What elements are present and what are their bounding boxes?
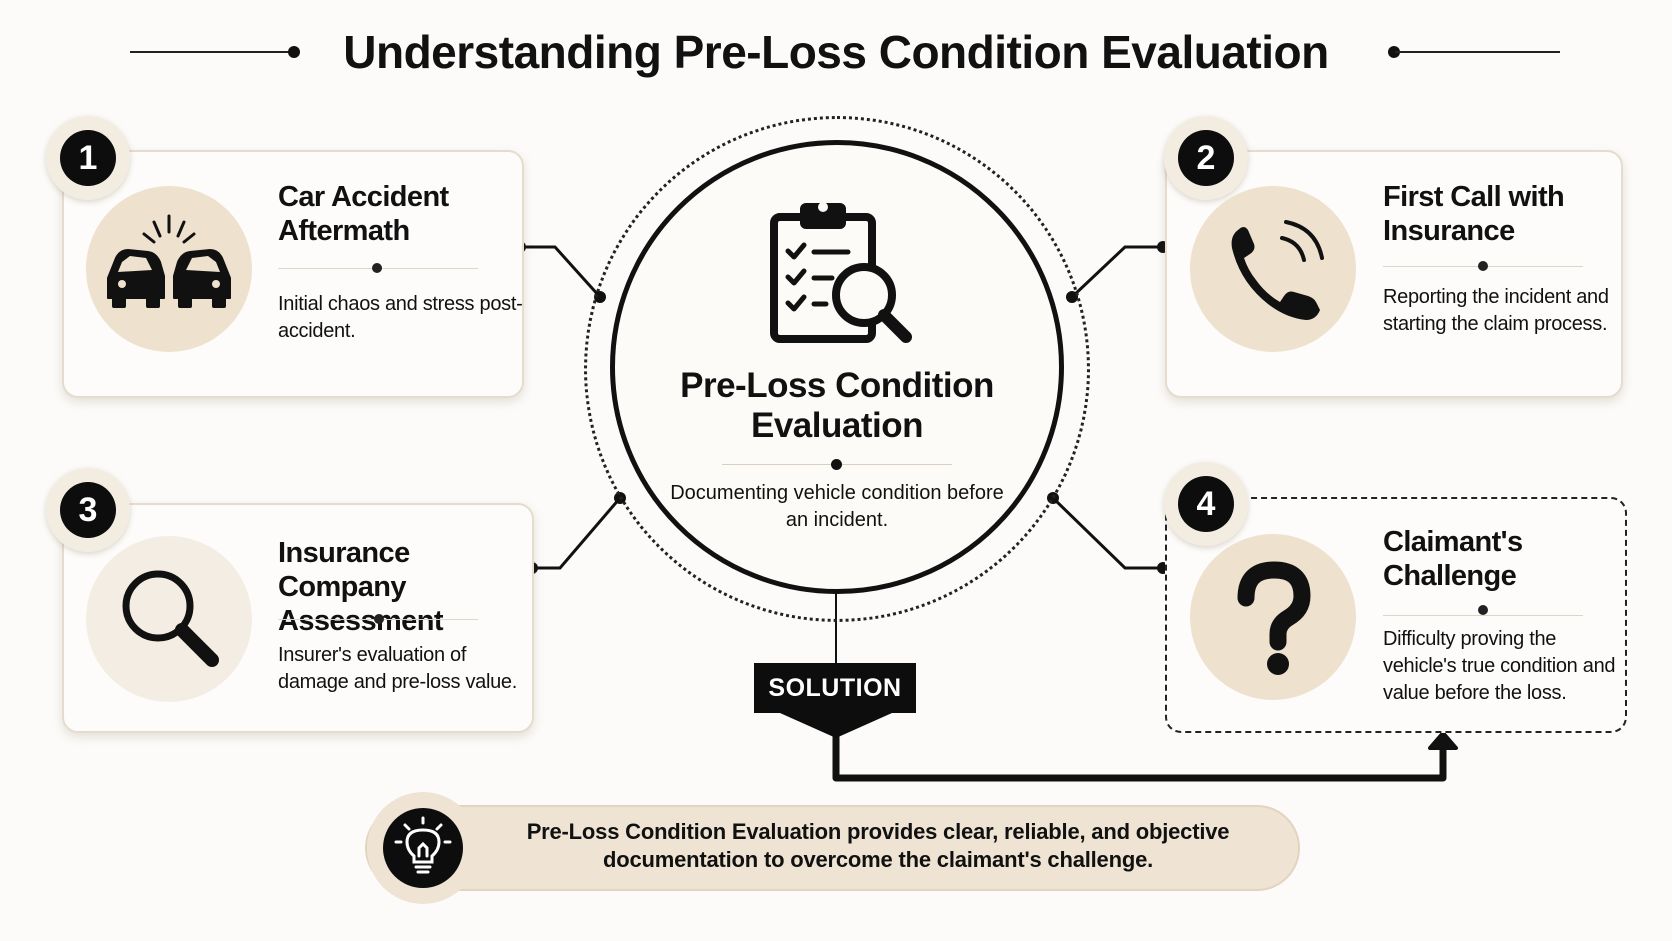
step-divider-dot-2: [1478, 261, 1488, 271]
phone-icon: [1231, 220, 1324, 320]
title-dot-right: [1388, 46, 1400, 58]
step-title-4: Claimant's Challenge: [1383, 526, 1523, 592]
step-title-2: First Call with Insurance: [1383, 181, 1565, 247]
solution-badge-shape: [754, 663, 916, 738]
conclusion-text: Pre-Loss Condition Evaluation provides c…: [526, 819, 1230, 872]
car-crash-icon: [107, 214, 231, 308]
step-icon-circle-3: [86, 536, 252, 702]
center-dotted-ring: [584, 116, 1090, 622]
step-badge-4: 4: [1178, 476, 1234, 532]
title-dot-left: [288, 46, 300, 58]
title-row: Understanding Pre-Loss Condition Evaluat…: [0, 22, 1672, 82]
connector-step-2: [1070, 245, 1163, 299]
step-divider-4: [1383, 615, 1583, 616]
step-description-3: Insurer's evaluation of damage and pre-l…: [278, 644, 518, 693]
step-divider-dot-3: [374, 614, 384, 624]
step-icon-circle-1: [86, 186, 252, 352]
step-icon-circle-4: [1190, 534, 1356, 700]
title-rule-right: [1395, 51, 1560, 53]
solution-arrow: [832, 735, 1447, 782]
step-title-3: Insurance Company Assessment: [278, 537, 443, 637]
step-description-2: Reporting the incident and starting the …: [1383, 286, 1609, 335]
conclusion-banner: [365, 805, 1300, 891]
step-description-1: Initial chaos and stress post-accident.: [278, 293, 523, 342]
connector-step-3: [532, 497, 622, 570]
step-badge-3: 3: [60, 482, 116, 538]
step-divider-dot-1: [372, 263, 382, 273]
title-rule-left: [130, 51, 290, 53]
step-description-4: Difficulty proving the vehicle's true co…: [1383, 628, 1616, 704]
clipboard-magnifier-icon: [770, 202, 912, 343]
center-description: Documenting vehicle condition before an …: [670, 482, 1004, 531]
magnifier-icon: [122, 570, 219, 667]
lightbulb-icon: [394, 816, 452, 874]
center-title: Pre-Loss Condition Evaluation: [680, 366, 994, 445]
center-circle: [610, 140, 1064, 594]
step-badge-1: 1: [60, 130, 116, 186]
step-icon-circle-2: [1190, 186, 1356, 352]
question-mark-icon: [1237, 561, 1311, 675]
page-title: Understanding Pre-Loss Condition Evaluat…: [343, 26, 1329, 78]
step-title-1: Car Accident Aftermath: [278, 181, 449, 247]
step-badge-2: 2: [1178, 130, 1234, 186]
center-divider-dot: [831, 459, 842, 470]
connector-step-4: [1051, 496, 1163, 570]
solution-label: SOLUTION: [768, 674, 902, 702]
step-divider-dot-4: [1478, 605, 1488, 615]
connector-step-1: [520, 245, 602, 299]
conclusion-icon-circle: [383, 808, 463, 888]
